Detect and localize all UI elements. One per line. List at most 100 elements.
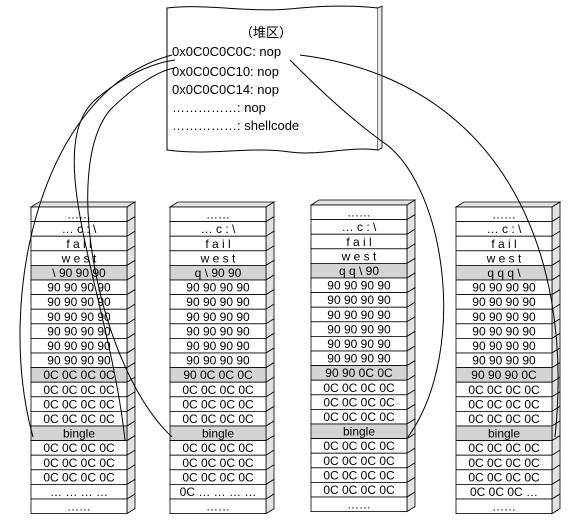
stack-cell-text: 0C 0C 0C 0C: [182, 383, 254, 397]
stack-cell-text: \ 90 90 90: [52, 266, 106, 280]
stack-cell-text: … c : \: [201, 222, 236, 236]
stack-top-face: [454, 201, 562, 208]
stack-cell-text: 0C 0C 0C 0C: [323, 454, 395, 468]
stack-cell-text: 0C 0C 0C 0C: [323, 483, 395, 497]
stack-cell-text: f a i l: [205, 237, 230, 251]
stack-cell-text: 0C 0C 0C 0C: [43, 383, 115, 397]
stack-cell-text: … … … …: [50, 485, 108, 499]
stack-cell-text: 90 90 90 90: [47, 324, 111, 338]
stack-cell-text: 0C 0C 0C 0C: [323, 410, 395, 424]
stack-cell-text: 0C 0C 0C 0C: [182, 470, 254, 484]
stack-cell-text: ……: [347, 498, 371, 512]
stack-cell: [169, 498, 267, 515]
stack-top-face: [29, 201, 137, 208]
pointer-curve-stack-1: [19, 54, 173, 438]
stack-cell-text: ……: [492, 500, 516, 514]
heap-line-1: 0x0C0C0C0C: nop: [172, 44, 281, 59]
bingle-label: bingle: [343, 425, 375, 439]
heap-line-3: 0x0C0C0C14: nop: [172, 82, 279, 97]
stack-cell-text: 90 90 90 90: [472, 281, 536, 295]
stack-cell-text: 90 90 90 90: [47, 310, 111, 324]
stack-cell-text: q \ 90 90: [195, 266, 242, 280]
stack-cell-text: 0C 0C 0C 0C: [323, 395, 395, 409]
stack-cell-text: 0C 0C 0C 0C: [323, 439, 395, 453]
heap-line-5: ……………: shellcode: [172, 118, 299, 133]
stack-cell-text: 90 90 90 90: [327, 308, 391, 322]
stack-cell-text: 90 90 90 90: [186, 295, 250, 309]
stack-cell: [455, 498, 553, 515]
stack-cell-text: w e s t: [61, 251, 97, 265]
stack-cell-text: 0C 0C 0C 0C: [323, 381, 395, 395]
stack-cell-text: 0C … … … …: [180, 485, 257, 499]
heap-title: （堆区）: [240, 25, 292, 40]
stack-cell-text: 90 90 90 90: [186, 339, 250, 353]
stack-cell-text: 0C 0C 0C 0C: [43, 368, 115, 382]
stack-cell-text: 90 90 90 90: [47, 354, 111, 368]
heap-note-shape: [166, 5, 379, 154]
stack-cell-text: q q q \: [487, 266, 521, 280]
heap-line-2: 0x0C0C0C10: nop: [172, 64, 279, 79]
stack-cell: [310, 496, 408, 513]
heap-line-4: ……………: nop: [172, 100, 266, 115]
heap-note: （堆区） 0x0C0C0C0C: nop 0x0C0C0C10: nop 0x0…: [166, 5, 383, 154]
stack-cell-text: 0C 0C 0C 0C: [182, 397, 254, 411]
stack-cell-text: 90 90 90 90: [327, 293, 391, 307]
stack-cell-text: 0C 0C 0C 0C: [182, 412, 254, 426]
stack-cell-text: 90 90 90 90: [47, 295, 111, 309]
stack-cell-text: q q \ 90: [339, 264, 379, 278]
stack-cell-text: 0C 0C 0C 0C: [43, 441, 115, 455]
stack-cell-text: 0C 0C 0C 0C: [468, 441, 540, 455]
pointer-curve-stack-1-inner: [73, 59, 176, 441]
pointer-curves: [19, 54, 559, 441]
stack-cell-text: ……: [67, 500, 91, 514]
stack-top-face: [168, 201, 276, 208]
stack-cell-text: … c : \: [342, 220, 377, 234]
pointer-curve-stack-3: [289, 59, 445, 438]
stack-cell-text: 90 0C 0C 0C: [183, 368, 253, 382]
stack-cell-text: 90 90 90 90: [327, 337, 391, 351]
stack-cell-text: ……: [67, 208, 91, 222]
stack-cell-text: 0C 0C 0C 0C: [182, 441, 254, 455]
stack-cell-text: ……: [492, 208, 516, 222]
stack-cell-text: 0C 0C 0C 0C: [182, 456, 254, 470]
stack-cell-text: 0C 0C 0C 0C: [468, 470, 540, 484]
stack-cell-text: 90 90 90 90: [327, 352, 391, 366]
bingle-label: bingle: [63, 427, 95, 441]
pointer-curve-stack-2: [87, 67, 176, 438]
stack-cell-text: 0C 0C 0C 0C: [43, 470, 115, 484]
stack-cell-text: 90 90 0C 0C: [325, 366, 393, 380]
stack-cell-text: w e s t: [200, 251, 236, 265]
stack-cell-text: 90 90 90 90: [327, 322, 391, 336]
stack-cell-text: 0C 0C 0C 0C: [468, 412, 540, 426]
stack-cell-text: 0C 0C 0C 0C: [468, 456, 540, 470]
stack-cell-text: 90 90 90 90: [327, 279, 391, 293]
stack-cell: [30, 498, 128, 515]
stack-cell-text: 90 90 90 90: [186, 281, 250, 295]
stack-cell-text: ……: [347, 206, 371, 220]
stack-cell-text: 90 90 90 90: [472, 339, 536, 353]
bingle-label: bingle: [202, 427, 234, 441]
stack-cell-text: 90 90 90 90: [186, 354, 250, 368]
stack-cell-text: 0C 0C 0C …: [470, 485, 538, 499]
stack-cell-text: 0C 0C 0C 0C: [43, 412, 115, 426]
stack-cell-text: ……: [206, 208, 230, 222]
stack-4: ……… c : \f a i lw e s tq q q \90 90 90 9…: [454, 201, 562, 515]
pointer-curve-stack-4: [299, 54, 559, 438]
stack-cell-text: f a i l: [66, 237, 91, 251]
stack-cell-text: w e s t: [486, 251, 522, 265]
stack-cell-text: ……: [206, 500, 230, 514]
stack-cell-text: 90 90 90 90: [186, 324, 250, 338]
stack-cell-text: w e s t: [341, 249, 377, 263]
stack-cell-text: f a i l: [491, 237, 516, 251]
stack-cell-text: 0C 0C 0C 0C: [468, 397, 540, 411]
heap-note-edge: [377, 5, 383, 151]
bingle-label: bingle: [488, 427, 520, 441]
stack-cell-text: … c : \: [62, 222, 97, 236]
stack-cell-text: 90 90 90 90: [472, 354, 536, 368]
stack-top-face: [309, 199, 417, 206]
stack-cell-text: f a i l: [346, 235, 371, 249]
